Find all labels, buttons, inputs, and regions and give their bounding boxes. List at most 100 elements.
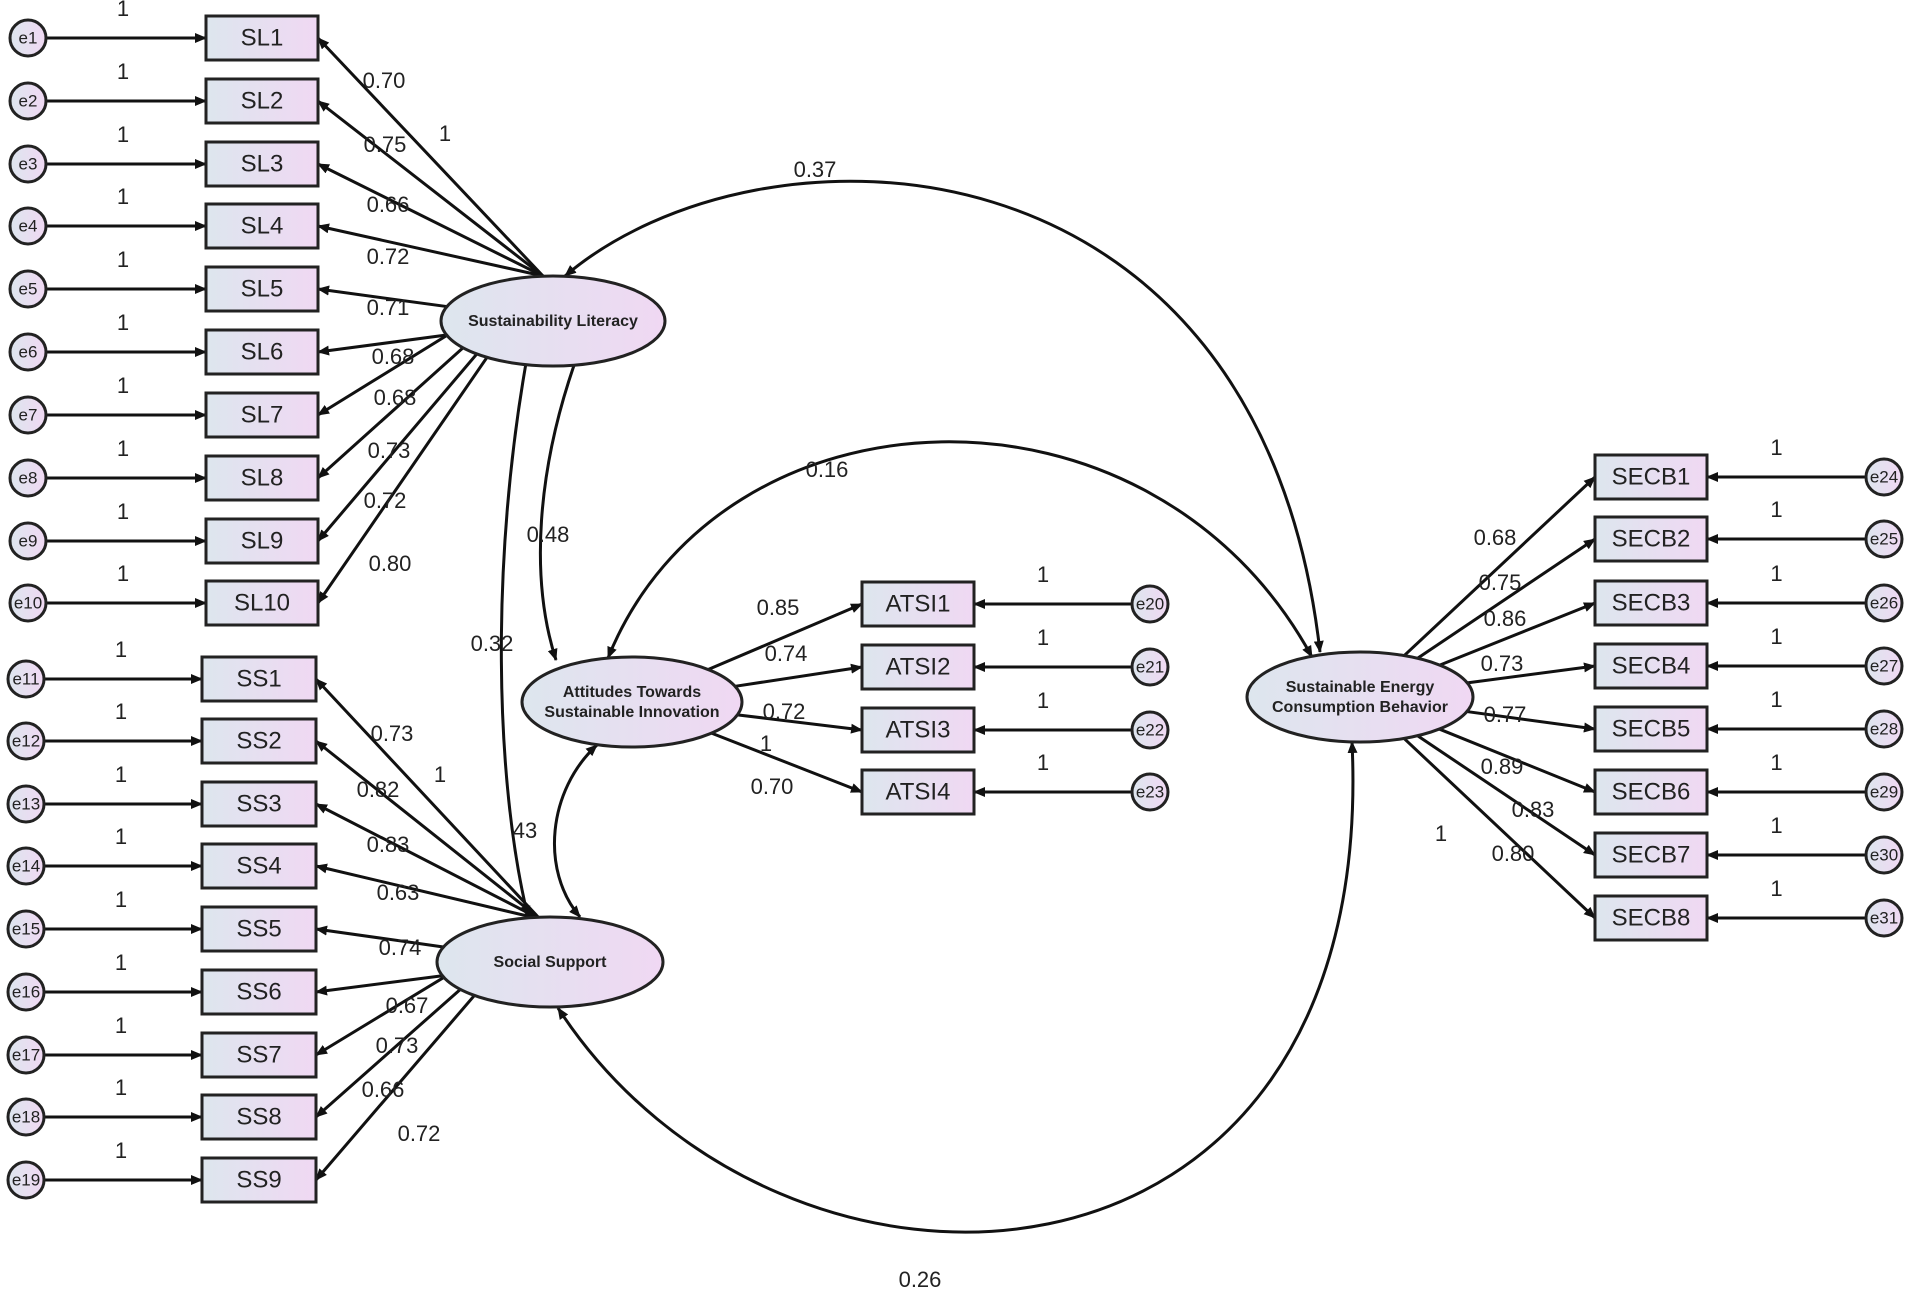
- error-path-weight-e20: 1: [1037, 562, 1049, 587]
- error-label-e15: e15: [12, 919, 40, 938]
- error-term-e19: [6, 1160, 46, 1200]
- loading-path-secb4: [1467, 662, 1596, 685]
- latent-atsi: [520, 655, 744, 749]
- indicator-box-sl5: [204, 265, 320, 313]
- indicator-label-secb2: SECB2: [1612, 525, 1691, 552]
- error-term-e20: [1130, 584, 1170, 624]
- indicator-label-sl9: SL9: [241, 527, 284, 554]
- indicator-box-sl2: [204, 77, 320, 125]
- indicator-label-sl1: SL1: [241, 24, 284, 51]
- loading-path-ss1: [314, 677, 542, 921]
- loading-value-atsi3: 0.72: [763, 699, 806, 724]
- error-path-weight-e8: 1: [117, 436, 129, 461]
- indicator-box-secb3: [1593, 579, 1709, 627]
- error-label-e9: e9: [19, 531, 38, 550]
- loading-path-secb7: [1416, 734, 1596, 857]
- error-term-e10: [8, 583, 48, 623]
- indicator-box-atsi3: [860, 706, 976, 754]
- indicator-label-ss2: SS2: [236, 727, 281, 754]
- loading-path-sl1: [316, 36, 545, 278]
- indicator-label-secb1: SECB1: [1612, 463, 1691, 490]
- covariance-path-atsi-secb: [606, 440, 1314, 659]
- error-label-e6: e6: [19, 342, 38, 361]
- error-term-e29: [1864, 772, 1904, 812]
- indicator-label-secb4: SECB4: [1612, 652, 1691, 679]
- indicator-label-sl3: SL3: [241, 150, 284, 177]
- error-label-e29: e29: [1870, 782, 1898, 801]
- loading-path-secb5: [1466, 710, 1596, 733]
- loading-value-secb4: 0.73: [1481, 651, 1524, 676]
- indicator-label-sl5: SL5: [241, 275, 284, 302]
- loading-value-sl7: 0.68: [374, 385, 417, 410]
- error-label-e22: e22: [1136, 720, 1164, 739]
- error-term-e4: [8, 206, 48, 246]
- indicator-box-ss1: [200, 655, 318, 703]
- indicator-label-sl2: SL2: [241, 87, 284, 114]
- indicator-box-ss7: [200, 1031, 318, 1079]
- error-term-e11: [6, 659, 46, 699]
- error-term-e15: [6, 909, 46, 949]
- indicator-label-ss6: SS6: [236, 978, 281, 1005]
- error-path-weight-e10: 1: [117, 561, 129, 586]
- latent-secb: [1245, 650, 1475, 744]
- error-path-weight-e22: 1: [1037, 688, 1049, 713]
- error-path-weight-e31: 1: [1770, 876, 1782, 901]
- loading-value-ss8: 0.66: [362, 1077, 405, 1102]
- loading-value-atsi1: 0.85: [757, 595, 800, 620]
- loading-value-secb7: 0.83: [1512, 797, 1555, 822]
- error-label-e28: e28: [1870, 719, 1898, 738]
- error-label-e7: e7: [19, 405, 38, 424]
- covariance-value-ss-secb: 0.26: [899, 1267, 942, 1292]
- error-path-weight-e11: 1: [115, 637, 127, 662]
- indicator-box-secb6: [1593, 768, 1709, 816]
- loading-path-sl6: [317, 333, 447, 356]
- error-term-e13: [6, 784, 46, 824]
- error-term-e6: [8, 332, 48, 372]
- loading-value-secb1: 0.68: [1474, 525, 1517, 550]
- loading-path-ss5: [315, 925, 444, 949]
- loading-path-ss6: [315, 974, 443, 996]
- error-path-weight-e4: 1: [117, 184, 129, 209]
- error-label-e13: e13: [12, 794, 40, 813]
- loading-path-sl5: [317, 285, 448, 309]
- indicator-box-secb2: [1593, 515, 1709, 563]
- error-path-weight-e18: 1: [115, 1075, 127, 1100]
- latent-label-secb-1: Consumption Behavior: [1272, 699, 1448, 716]
- indicator-box-sl10: [204, 579, 320, 627]
- error-term-e16: [6, 972, 46, 1012]
- error-label-e10: e10: [14, 593, 42, 612]
- loading-path-ss2: [315, 739, 541, 921]
- error-term-e31: [1864, 898, 1904, 938]
- indicator-box-ss4: [200, 842, 318, 890]
- fixed-loading-label-ss: 1: [434, 762, 446, 787]
- loading-value-atsi2: 0.74: [765, 641, 808, 666]
- error-term-e7: [8, 395, 48, 435]
- loading-value-ss2: 0.82: [357, 777, 400, 802]
- indicator-label-secb7: SECB7: [1612, 841, 1691, 868]
- covariance-path-sl-ss: [499, 351, 531, 918]
- latent-ss: [435, 915, 665, 1009]
- loading-value-ss9: 0.72: [398, 1121, 441, 1146]
- loading-path-secb2: [1416, 537, 1596, 660]
- latent-label-sl-0: Sustainability Literacy: [468, 313, 638, 330]
- error-label-e21: e21: [1136, 657, 1164, 676]
- error-path-weight-e30: 1: [1770, 813, 1782, 838]
- error-term-e14: [6, 846, 46, 886]
- loading-path-atsi2: [734, 663, 863, 688]
- error-path-weight-e19: 1: [115, 1138, 127, 1163]
- loading-value-sl6: 0.68: [372, 344, 415, 369]
- error-label-e2: e2: [19, 91, 38, 110]
- error-path-weight-e15: 1: [115, 887, 127, 912]
- covariance-value-sl-atsi: 0.48: [527, 522, 570, 547]
- loading-path-sl2: [317, 99, 544, 278]
- error-term-e21: [1130, 647, 1170, 687]
- indicator-box-ss5: [200, 905, 318, 953]
- error-term-e8: [8, 458, 48, 498]
- error-term-e17: [6, 1035, 46, 1075]
- covariance-path-ss-secb: [556, 741, 1358, 1234]
- error-label-e16: e16: [12, 982, 40, 1001]
- error-term-e27: [1864, 646, 1904, 686]
- error-label-e8: e8: [19, 468, 38, 487]
- indicator-label-ss7: SS7: [236, 1041, 281, 1068]
